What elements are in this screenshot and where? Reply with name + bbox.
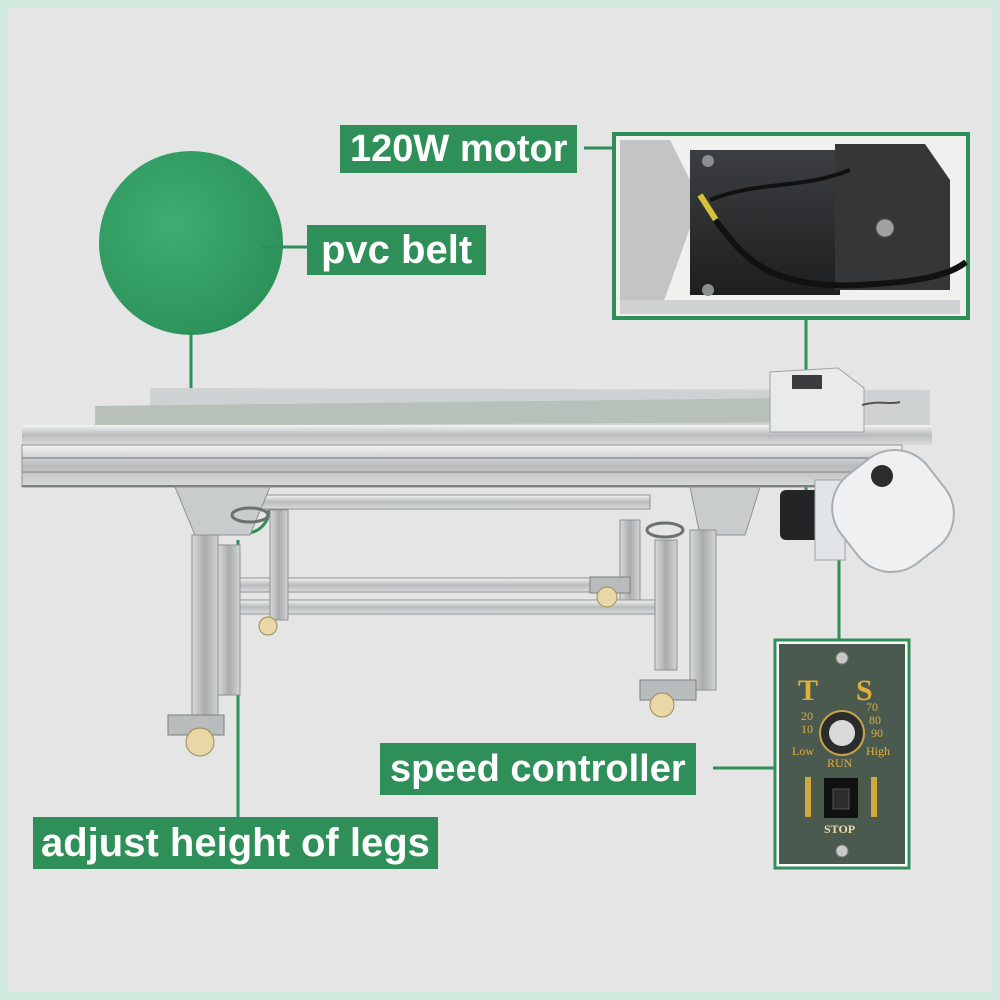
belt-swatch — [99, 151, 283, 335]
leg-height-callout: adjust height of legs — [33, 817, 438, 869]
belt-callout: pvc belt — [307, 225, 487, 275]
leg-frame — [174, 486, 761, 716]
dial-tick-20: 20 — [801, 709, 813, 723]
dial-tick-70: 70 — [866, 700, 878, 714]
casters — [167, 576, 697, 757]
dial-s-label: S — [856, 674, 873, 707]
drive-unit — [780, 448, 955, 574]
conveyor-bed — [21, 388, 932, 488]
dial-high-label: High — [866, 744, 890, 758]
dial-tick-10: 10 — [801, 722, 813, 736]
dial-t-label: T — [798, 674, 819, 707]
motor-callout: 120W motor — [340, 125, 578, 173]
speed-controller-callout: speed controller — [380, 743, 696, 795]
speed-controller-panel — [773, 638, 911, 870]
control-box — [769, 367, 901, 433]
motor-inset — [612, 132, 970, 320]
dial-tick-80: 80 — [869, 713, 881, 727]
dial-low-label: Low — [792, 744, 814, 758]
dial-tick-90: 90 — [871, 726, 883, 740]
dial-run-label: RUN — [827, 756, 853, 770]
dial-stop-label: STOP — [824, 822, 856, 836]
